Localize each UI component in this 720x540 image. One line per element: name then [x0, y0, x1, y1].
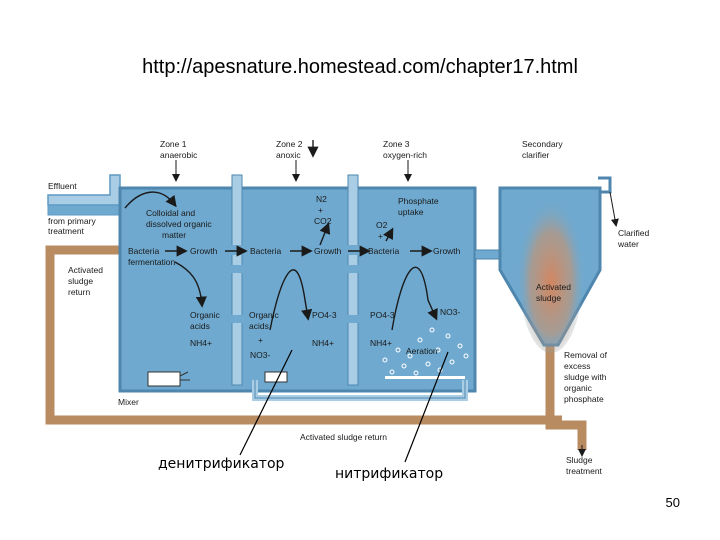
svg-text:sludge with: sludge with: [564, 372, 607, 382]
activated-sludge-blanket: [519, 197, 583, 353]
svg-text:uptake: uptake: [398, 207, 424, 217]
aeration-bubbles: [382, 327, 469, 376]
primary-influent-pipe: [47, 204, 121, 216]
svg-text:treatment: treatment: [48, 226, 85, 236]
zone-3-type: oxygen-rich: [383, 150, 427, 160]
svg-text:phosphate: phosphate: [564, 394, 604, 404]
bacteria-label-2: Bacteria: [250, 246, 281, 256]
phosphate-label-2: PO4-3: [370, 310, 395, 320]
clarified-water-outlet: [598, 176, 612, 194]
svg-text:acids: acids: [249, 321, 269, 331]
excess-sludge-removal-label: Removal of: [564, 350, 608, 360]
fermentation-arrow: [174, 261, 207, 308]
clarified-water-label: Clarified: [618, 228, 649, 238]
nitrifier-callout: нитрификатор: [335, 466, 444, 482]
po4-loop-zone2: [269, 269, 313, 331]
growth-label-3: Growth: [433, 246, 461, 256]
zone-divider-2: [347, 174, 359, 386]
ammonium-label-3: NH4+: [370, 338, 392, 348]
growth-label-2: Growth: [314, 246, 342, 256]
svg-text:+: +: [378, 231, 383, 241]
zone-2-type: anoxic: [276, 150, 301, 160]
phosphate-label-1: PO4-3: [312, 310, 337, 320]
bacteria-fermentation-label: Bacteria: [128, 246, 159, 256]
activated-sludge-return-pipe: [45, 245, 562, 425]
secondary-clarifier-title: Secondary: [522, 139, 563, 149]
svg-text:matter: matter: [162, 230, 186, 240]
nitrate-label-2: NO3-: [440, 307, 460, 317]
svg-text:sludge: sludge: [68, 276, 93, 286]
ammonium-label-2: NH4+: [312, 338, 334, 348]
mixer: [147, 371, 181, 387]
page-url-title: http://apesnature.homestead.com/chapter1…: [142, 56, 578, 78]
svg-text:+: +: [318, 205, 323, 215]
svg-text:return: return: [68, 287, 90, 297]
aeration-tank: [118, 186, 477, 393]
po4-loop-zone3: [391, 266, 438, 331]
influent-flow-arrow: [124, 191, 177, 209]
phosphate-uptake-label: Phosphate: [398, 196, 439, 206]
svg-text:acids: acids: [190, 321, 210, 331]
sludge-removal-pipe: [545, 345, 587, 450]
activated-sludge-return-label: Activated: [68, 265, 103, 275]
slide-number: 50: [665, 495, 680, 510]
n2-release-arrow: [319, 222, 331, 246]
zone-divider-1: [231, 174, 243, 386]
svg-text:+: +: [258, 335, 263, 345]
effluent-label: Effluent: [48, 181, 77, 191]
denitrifier-pointer-line: [239, 349, 293, 456]
zone-2-title: Zone 2: [276, 139, 303, 149]
mixer-label: Mixer: [118, 397, 139, 407]
organic-acids-label-1: Organic: [190, 310, 221, 320]
zone-1-type: anaerobic: [160, 150, 198, 160]
nitrifier-pointer-line: [404, 351, 449, 463]
zone-1-title: Zone 1: [160, 139, 187, 149]
svg-text:fermentation: fermentation: [128, 257, 176, 267]
growth-label-1: Growth: [190, 246, 218, 256]
svg-text:sludge: sludge: [536, 293, 561, 303]
organic-acids-label-2: Organic: [249, 310, 280, 320]
secondary-clarifier-type: clarifier: [522, 150, 550, 160]
bacteria-label-3: Bacteria: [368, 246, 399, 256]
activated-sludge-return-bottom-label: Activated sludge return: [300, 432, 387, 442]
zone-3-title: Zone 3: [383, 139, 410, 149]
co2-label: CO2: [314, 216, 332, 226]
ammonium-label-1: NH4+: [190, 338, 212, 348]
svg-text:treatment: treatment: [566, 466, 603, 476]
from-primary-label: from primary: [48, 216, 96, 226]
sludge-treatment-label: Sludge: [566, 455, 593, 465]
svg-text:water: water: [617, 239, 639, 249]
n2-label: N2: [316, 194, 327, 204]
colloidal-matter-label: Colloidal and: [146, 208, 195, 218]
svg-text:dissolved organic: dissolved organic: [146, 219, 212, 229]
aeration-label: Aeration: [406, 346, 438, 356]
nitrate-label-1: NO3-: [250, 350, 270, 360]
effluent-pipe: [47, 174, 121, 206]
activated-sludge-label: Activated: [536, 282, 571, 292]
denitrifier-callout: денитрификатор: [158, 456, 285, 472]
o2-label: O2: [376, 220, 388, 230]
svg-text:organic: organic: [564, 383, 593, 393]
svg-text:excess: excess: [564, 361, 590, 371]
